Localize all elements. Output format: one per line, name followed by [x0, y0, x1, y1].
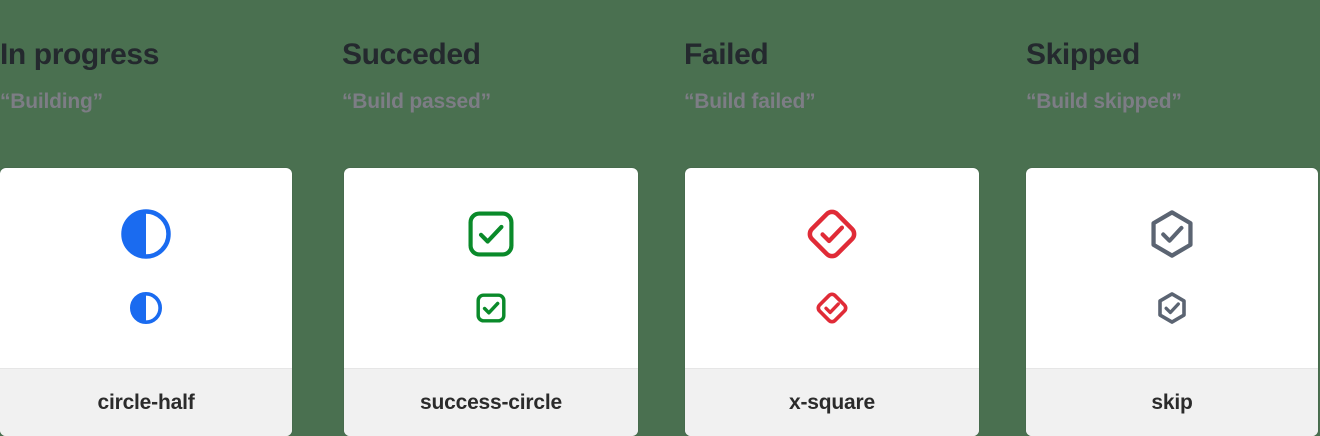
status-column-skipped: Skipped “Build skipped” [1026, 0, 1320, 436]
icon-preview-small [344, 288, 638, 328]
icon-card[interactable]: success-circle [344, 168, 638, 436]
icon-card-footer: success-circle [344, 368, 638, 436]
circle-half-icon [129, 291, 163, 325]
icon-preview-large [344, 204, 638, 264]
column-subtitle: “Build failed” [684, 90, 816, 113]
skip-icon [1154, 290, 1190, 326]
icon-card-footer: circle-half [0, 368, 292, 436]
icon-preview-small [1026, 288, 1318, 328]
success-circle-icon [466, 209, 516, 259]
column-subtitle: “Building” [0, 90, 103, 113]
icon-card-body [1026, 168, 1318, 368]
icon-card[interactable]: x-square [685, 168, 979, 436]
x-square-icon [805, 207, 859, 261]
icon-name-label: skip [1151, 390, 1193, 414]
icon-preview-large [1026, 204, 1318, 264]
x-square-icon [815, 291, 849, 325]
status-column-failed: Failed “Build failed” [684, 0, 1026, 436]
success-circle-icon [475, 292, 507, 324]
icon-card-footer: skip [1026, 368, 1318, 436]
icon-preview-small [0, 288, 292, 328]
status-column-in-progress: In progress “Building” [0, 0, 342, 436]
column-title: Skipped [1026, 38, 1140, 71]
icon-name-label: x-square [789, 390, 875, 414]
icon-preview-small [685, 288, 979, 328]
column-title: Succeded [342, 38, 481, 71]
skip-icon [1145, 207, 1199, 261]
icon-card-body [685, 168, 979, 368]
icon-card-footer: x-square [685, 368, 979, 436]
icon-card[interactable]: circle-half [0, 168, 292, 436]
icon-preview-large [685, 204, 979, 264]
column-title: In progress [0, 38, 159, 71]
icon-preview-large [0, 204, 292, 264]
icon-name-label: circle-half [97, 390, 195, 414]
column-title: Failed [684, 38, 769, 71]
icon-card-body [0, 168, 292, 368]
icon-card-body [344, 168, 638, 368]
icon-card[interactable]: skip [1026, 168, 1318, 436]
circle-half-icon [119, 207, 173, 261]
status-column-succeded: Succeded “Build passed” [342, 0, 684, 436]
icon-name-label: success-circle [420, 390, 562, 414]
column-subtitle: “Build passed” [342, 90, 491, 113]
column-subtitle: “Build skipped” [1026, 90, 1182, 113]
